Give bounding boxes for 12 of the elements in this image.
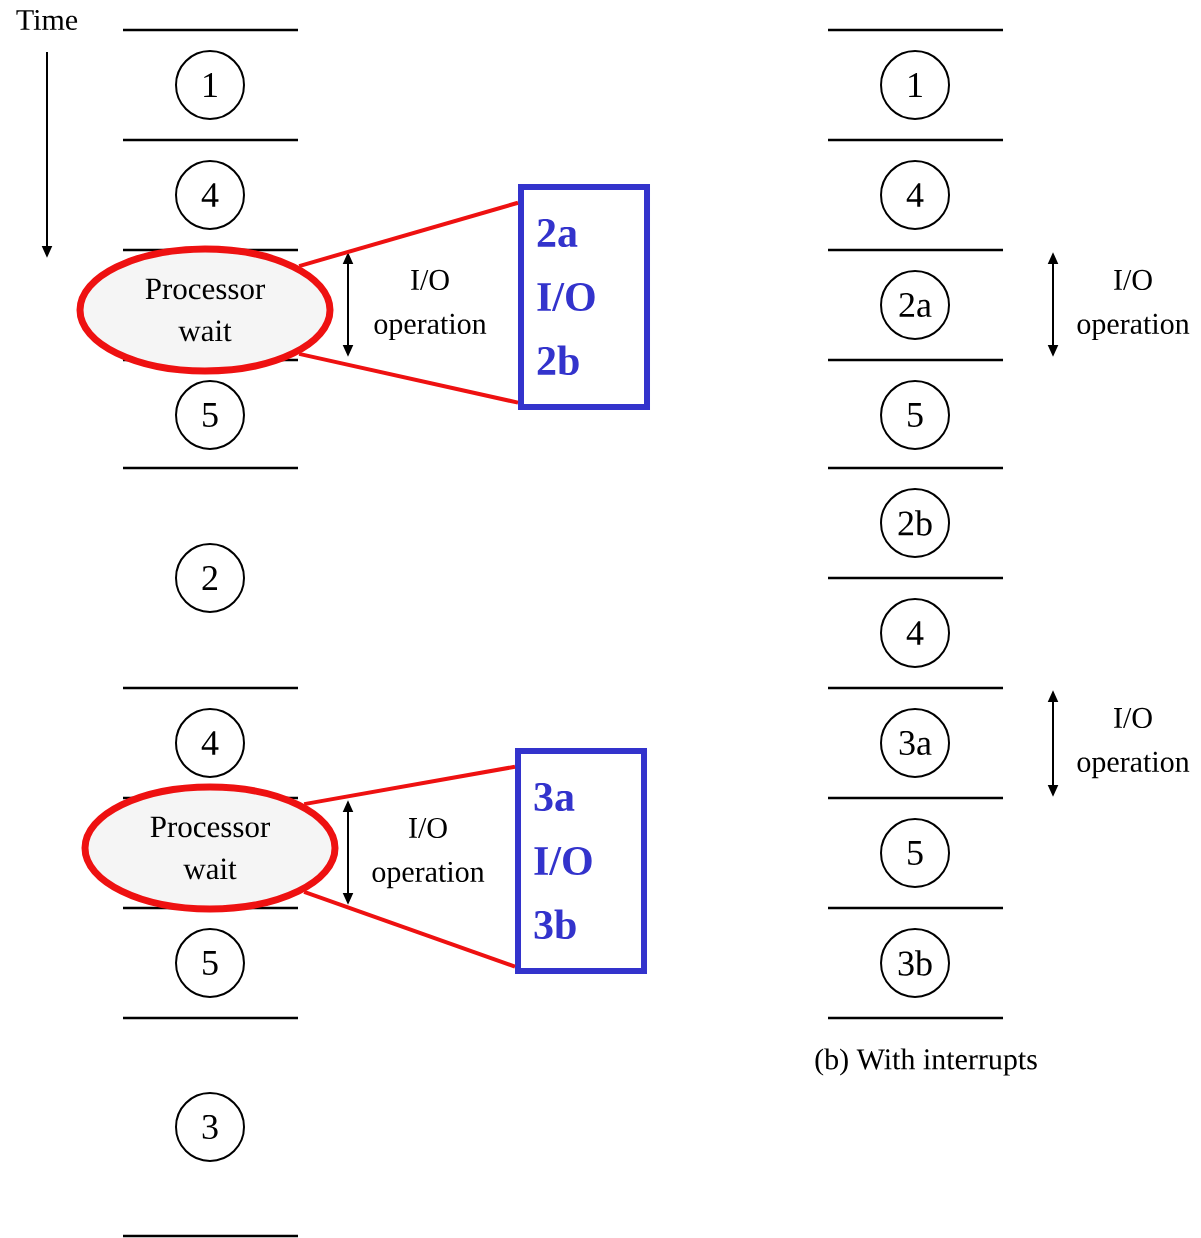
step-box: 2a I/O 2b <box>518 184 650 410</box>
connector-line <box>303 890 516 969</box>
connector-line <box>298 200 519 269</box>
connector-line <box>298 351 519 405</box>
duration-label: I/O operation <box>1077 707 1190 779</box>
duration-label: I/O operation <box>1077 269 1190 341</box>
duration-label: I/O operation <box>372 817 485 889</box>
duration-label: I/O operation <box>374 269 487 341</box>
step-box: 3a I/O 3b <box>515 748 647 974</box>
caption: (b) With interrupts <box>815 1048 1037 1076</box>
axis-label: Time <box>16 9 78 31</box>
connector-line <box>303 764 516 807</box>
